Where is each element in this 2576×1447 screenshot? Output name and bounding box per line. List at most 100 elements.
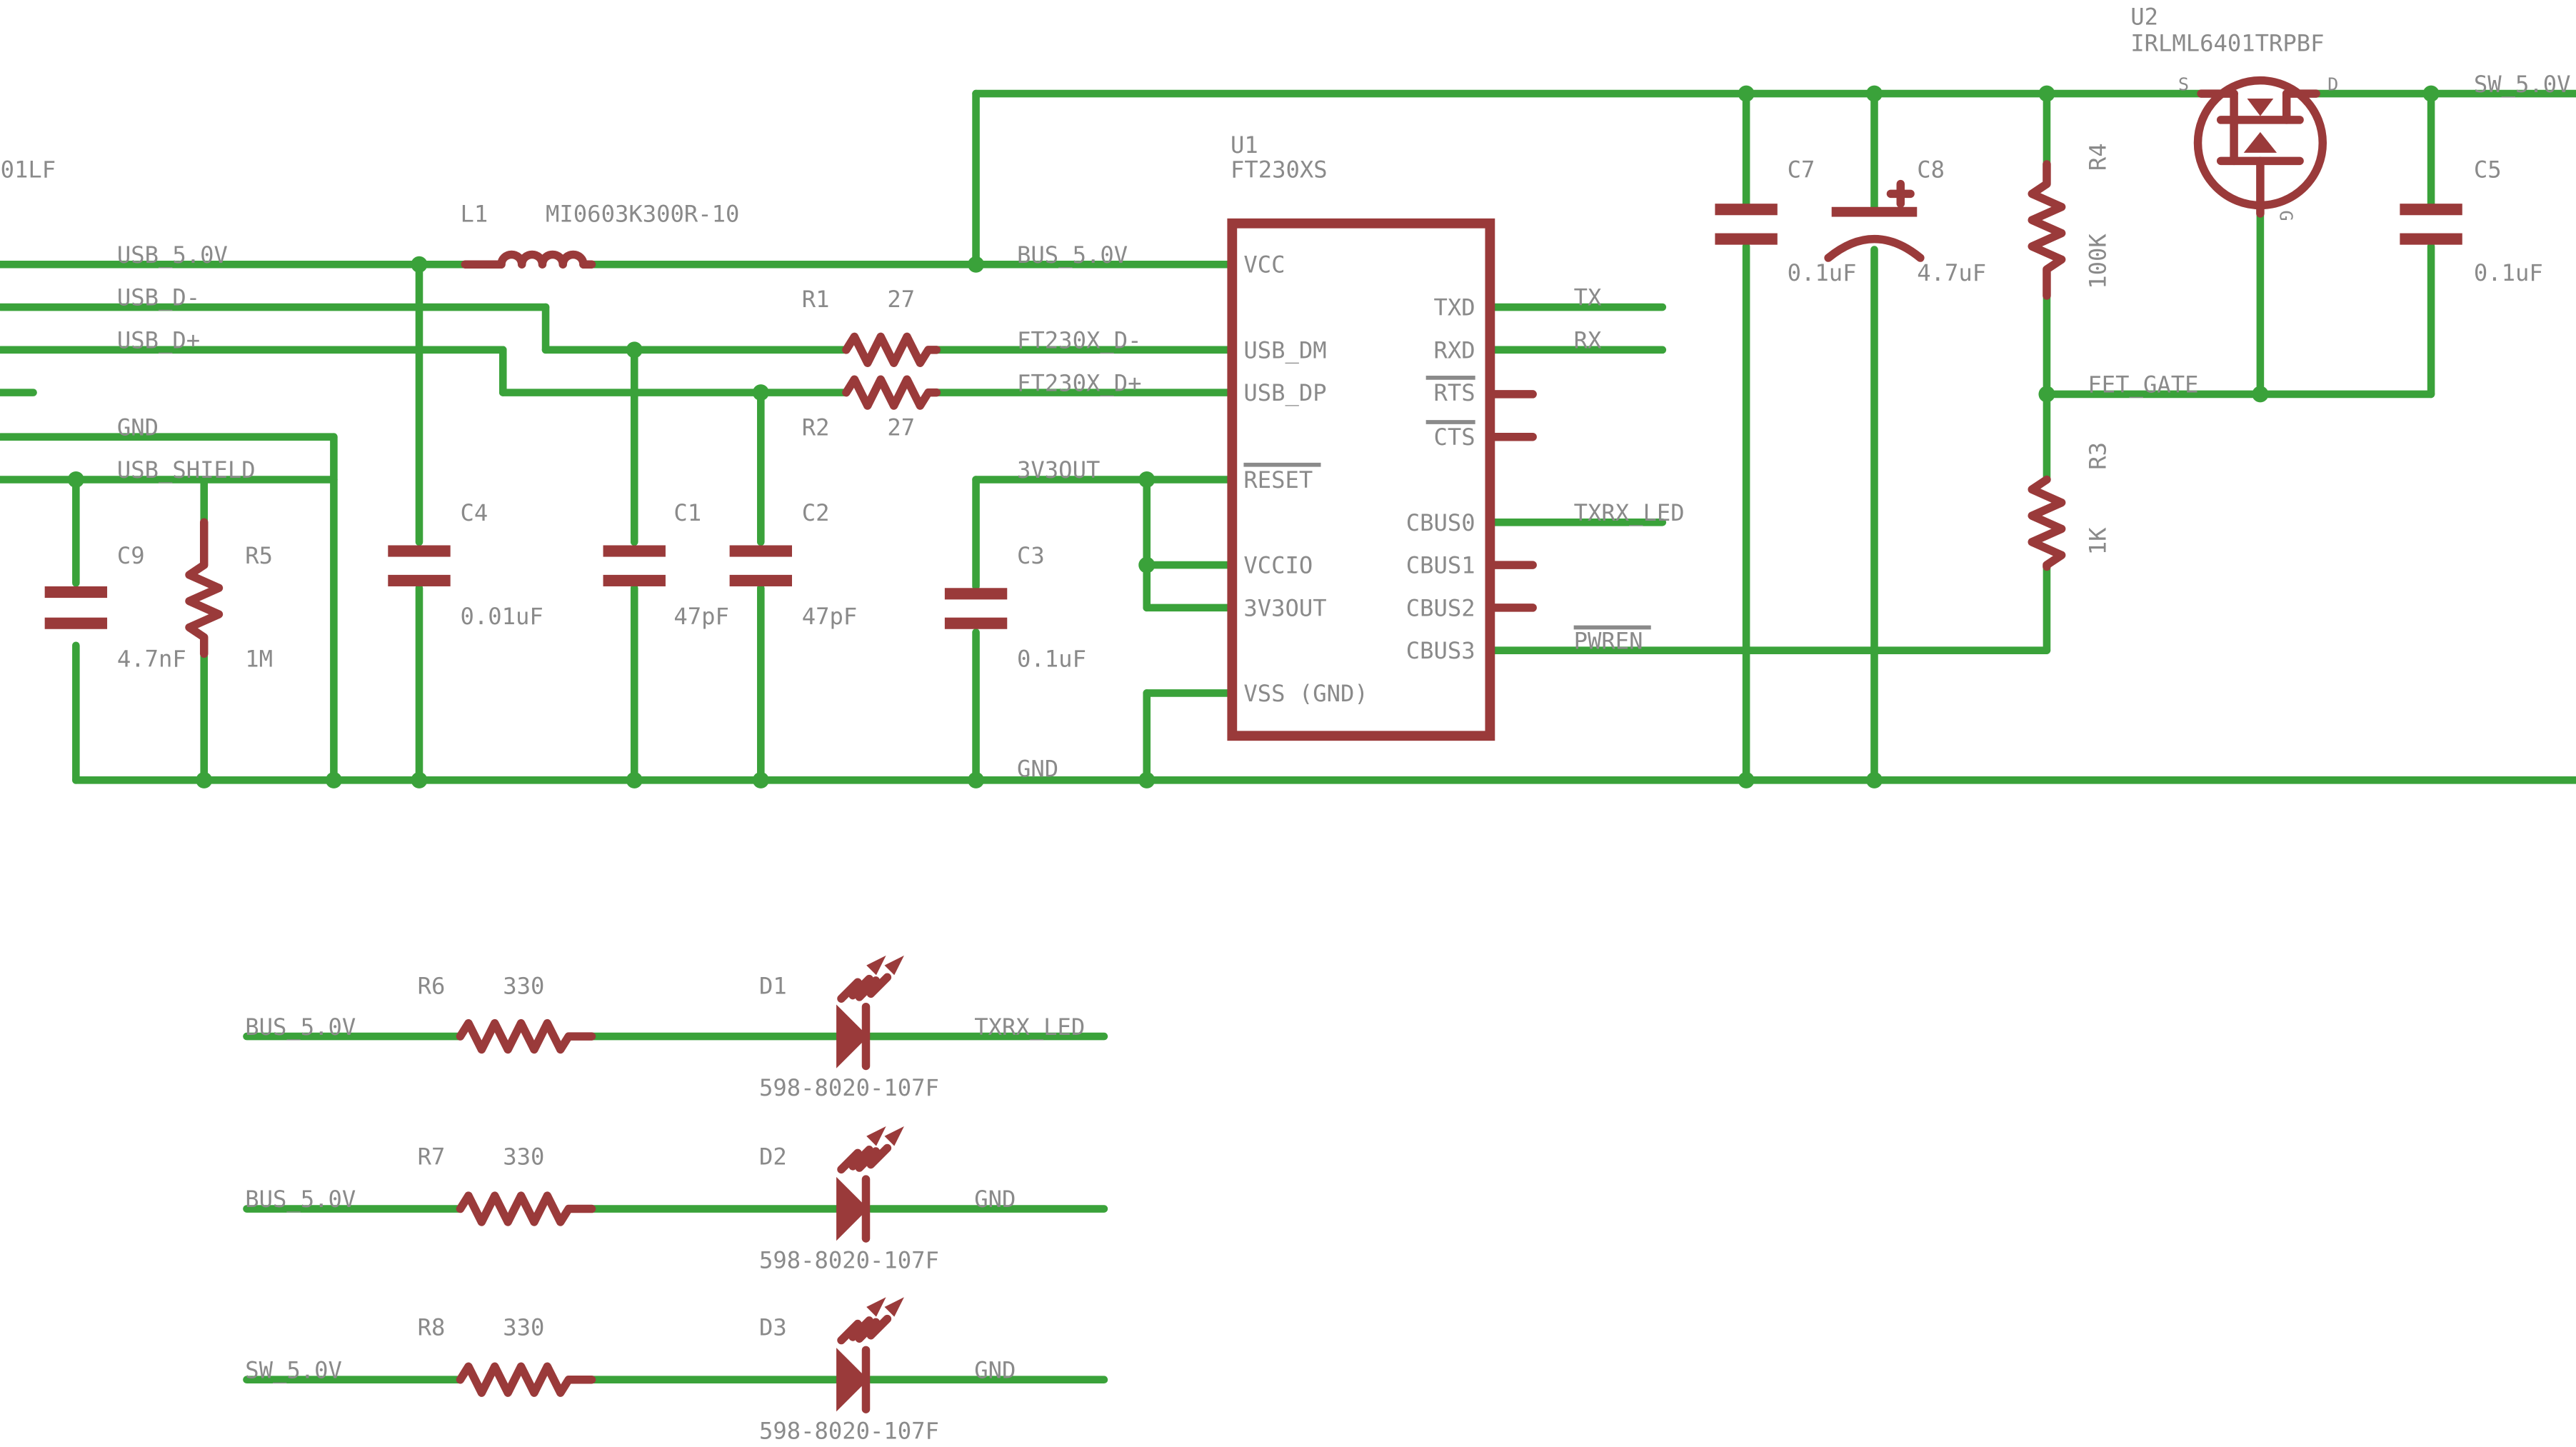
junction-dot (968, 256, 985, 273)
net-sw-5v: SW_5.0V (2474, 71, 2571, 98)
junction-dot (968, 771, 985, 788)
label-r8-value: 330 (503, 1314, 544, 1341)
label-c2-value: 47pF (802, 603, 858, 630)
capacitor-c3 (944, 588, 1008, 629)
wires (0, 89, 2576, 1384)
pin-cbus2: CBUS2 (1406, 594, 1475, 621)
pin-cts: CTS (1434, 424, 1475, 451)
label-r5-value: 1M (245, 646, 273, 673)
capacitor-c2 (729, 545, 793, 586)
net-usb-shield: USB_SHIELD (117, 456, 256, 484)
net-txrx-led: TXRX_LED (1574, 499, 1685, 526)
capacitor-c4 (388, 545, 451, 586)
junction-dot (752, 771, 769, 788)
led-row2-right-net: GND (974, 1186, 1016, 1213)
pin-cbus0: CBUS0 (1406, 509, 1475, 536)
label-u2-value: IRLML6401TRPBF (2130, 29, 2324, 56)
pin-rxd: RXD (1434, 336, 1475, 364)
junction-dot (626, 341, 643, 359)
junction-dots (67, 85, 2440, 788)
net-fet-gate: FET_GATE (2088, 371, 2198, 399)
label-r6-value: 330 (503, 972, 544, 999)
label-r2-ref: R2 (802, 414, 830, 441)
junction-dot (1138, 471, 1156, 488)
capacitor-c7 (1715, 204, 1778, 245)
net-gnd: GND (117, 414, 159, 441)
capacitor-c5 (2400, 204, 2462, 245)
label-c7-ref: C7 (1788, 156, 1815, 183)
resistor-r6 (456, 1018, 596, 1054)
junction-dot (411, 256, 428, 273)
junction-dot (1738, 85, 1755, 102)
junction-dot (411, 771, 428, 788)
led-section-labels: BUS_5.0V TXRX_LED BUS_5.0V GND SW_5.0V G… (245, 972, 1085, 1444)
pin-cbus1: CBUS1 (1406, 552, 1475, 579)
pin-vccio: VCCIO (1243, 552, 1313, 579)
net-gnd-main: GND (1017, 756, 1058, 783)
label-c4-value: 0.01uF (460, 603, 543, 630)
label-l1-ref: L1 (460, 200, 488, 227)
label-r2-value: 27 (887, 414, 915, 441)
mosfet-u2 (2193, 76, 2327, 218)
label-c3-ref: C3 (1017, 542, 1045, 569)
resistor-r1 (842, 332, 941, 367)
label-c9-value: 4.7nF (117, 646, 186, 673)
junction-dot (67, 471, 84, 488)
led-row3-right-net: GND (974, 1356, 1016, 1383)
label-r1-value: 27 (887, 286, 915, 313)
net-usb-dp: USB_D+ (117, 327, 200, 354)
label-r6-ref: R6 (418, 972, 446, 999)
net-pwren: PWREN (1574, 627, 1643, 654)
pin-rts: RTS (1434, 379, 1475, 406)
resistor-r5 (185, 518, 224, 659)
junction-dot (1738, 771, 1755, 788)
pin-usb-dm: USB_DM (1243, 336, 1326, 364)
label-d3-value: 598-8020-107F (759, 1418, 939, 1445)
capacitor-c8 (1824, 179, 1925, 262)
pin-3v3out: 3V3OUT (1243, 594, 1326, 621)
net-tx: TX (1574, 284, 1602, 311)
led-row1-right-net: TXRX_LED (974, 1013, 1085, 1041)
resistor-r3 (2028, 475, 2066, 571)
label-l1-value: MI0603K300R-10 (546, 200, 739, 227)
junction-dot (2038, 85, 2055, 102)
u1-pin-labels: VCC USB_DM USB_DP RESET VCCIO 3V3OUT VSS… (1243, 251, 1475, 707)
led-d1 (836, 955, 904, 1071)
junction-dot (1138, 771, 1156, 788)
capacitor-c9 (44, 586, 108, 629)
led-d2 (836, 1126, 904, 1243)
label-r7-value: 330 (503, 1143, 544, 1170)
resistor-r8 (456, 1362, 596, 1397)
label-d2-ref: D2 (759, 1143, 787, 1170)
label-r1-ref: R1 (802, 286, 830, 313)
pin-cbus3: CBUS3 (1406, 637, 1475, 664)
label-c4-ref: C4 (460, 499, 488, 526)
label-r4-ref: R4 (2085, 143, 2112, 171)
pin-reset: RESET (1243, 466, 1313, 494)
led-d3 (836, 1297, 904, 1413)
label-c8-value: 4.7uF (1917, 259, 1986, 286)
net-ft-dp: FT230X_D+ (1017, 369, 1141, 396)
junction-dot (1865, 771, 1883, 788)
label-u1-ref: U1 (1231, 131, 1258, 159)
inductor-l1 (461, 250, 596, 269)
label-r3-value: 1K (2085, 527, 2112, 555)
label-r8-ref: R8 (418, 1314, 446, 1341)
net-bus-5v: BUS_5.0V (1017, 241, 1128, 269)
resistor-r4 (2028, 160, 2066, 300)
junction-dot (2252, 386, 2269, 403)
label-c7-value: 0.1uF (1788, 259, 1857, 286)
junction-dot (2422, 85, 2440, 102)
junction-dot (2038, 386, 2055, 403)
label-u2-pin-d: D (2327, 74, 2338, 94)
pin-usb-dp: USB_DP (1243, 379, 1326, 406)
net-usb-dm: USB_D- (117, 284, 200, 311)
pin-txd: TXD (1434, 294, 1475, 321)
led-row3-left-net: SW_5.0V (245, 1356, 342, 1383)
net-rx: RX (1574, 327, 1602, 354)
net-ft-dm: FT230X_D- (1017, 327, 1141, 354)
label-d3-ref: D3 (759, 1314, 787, 1341)
junction-dot (1138, 556, 1156, 574)
net-usb-5v: USB_5.0V (117, 241, 228, 269)
